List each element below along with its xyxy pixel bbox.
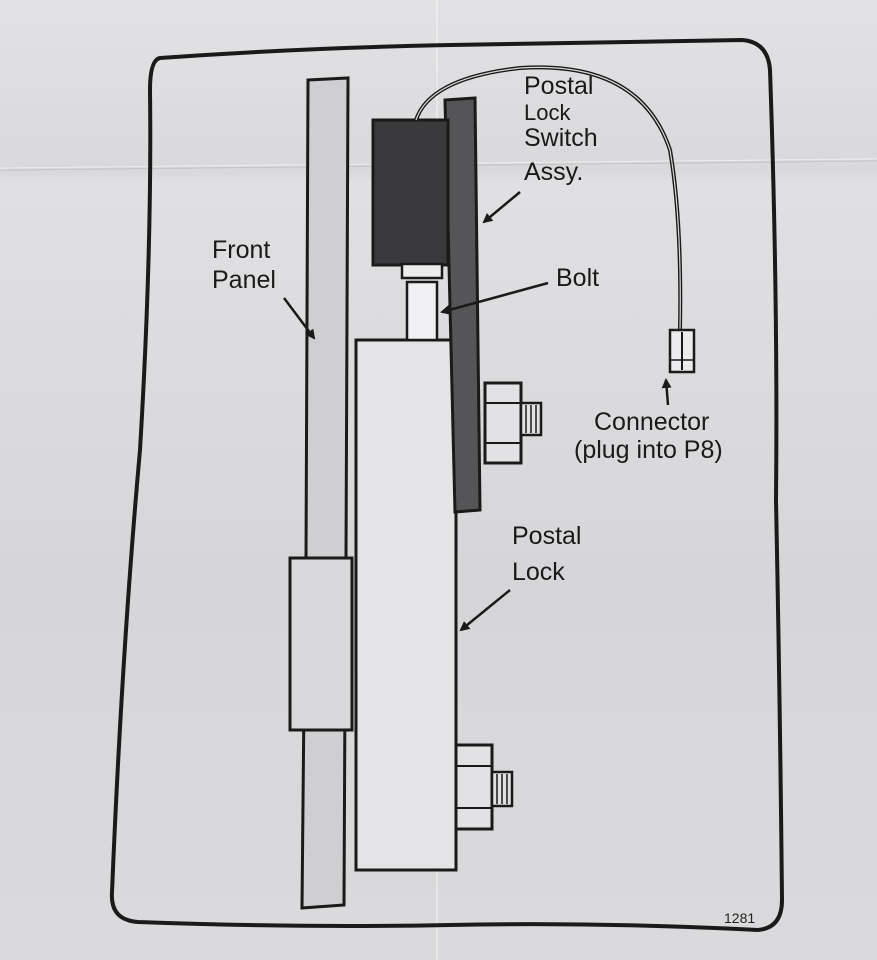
label-switch-assy-line1: Postal xyxy=(524,72,594,100)
label-switch-assy-line4: Assy. xyxy=(524,158,584,186)
label-postal-lock-line2: Lock xyxy=(512,558,565,586)
upper-nut-assembly xyxy=(483,381,543,465)
diagram-border xyxy=(109,37,785,933)
postal-lock-arrow xyxy=(459,589,511,632)
connector-arrow xyxy=(661,378,672,406)
switch-assy-arrow xyxy=(482,191,521,224)
front-panel-block xyxy=(288,556,354,732)
bolt-arrow xyxy=(440,281,549,315)
front-panel-arrow xyxy=(283,297,316,340)
label-postal-lock-line1: Postal xyxy=(512,522,582,550)
label-bolt: Bolt xyxy=(556,264,600,292)
label-connector-line2: (plug into P8) xyxy=(574,436,723,464)
switch-actuator xyxy=(400,262,444,280)
switch-body xyxy=(371,118,450,267)
figure-number: 1281 xyxy=(724,910,756,926)
bolt xyxy=(405,280,439,342)
label-switch-assy-line3: Switch xyxy=(524,124,598,152)
front-panel-bar xyxy=(300,76,350,910)
label-front-panel-line1: Front xyxy=(212,236,271,264)
label-switch-assy-line2: Lock xyxy=(524,100,571,125)
label-connector-line1: Connector xyxy=(594,408,710,436)
label-front-panel-line2: Panel xyxy=(212,266,276,294)
postal-lock-body xyxy=(354,338,458,872)
connector-plug xyxy=(668,328,696,374)
lower-nut-assembly xyxy=(454,743,514,831)
switch-mounting-plate xyxy=(443,96,482,514)
